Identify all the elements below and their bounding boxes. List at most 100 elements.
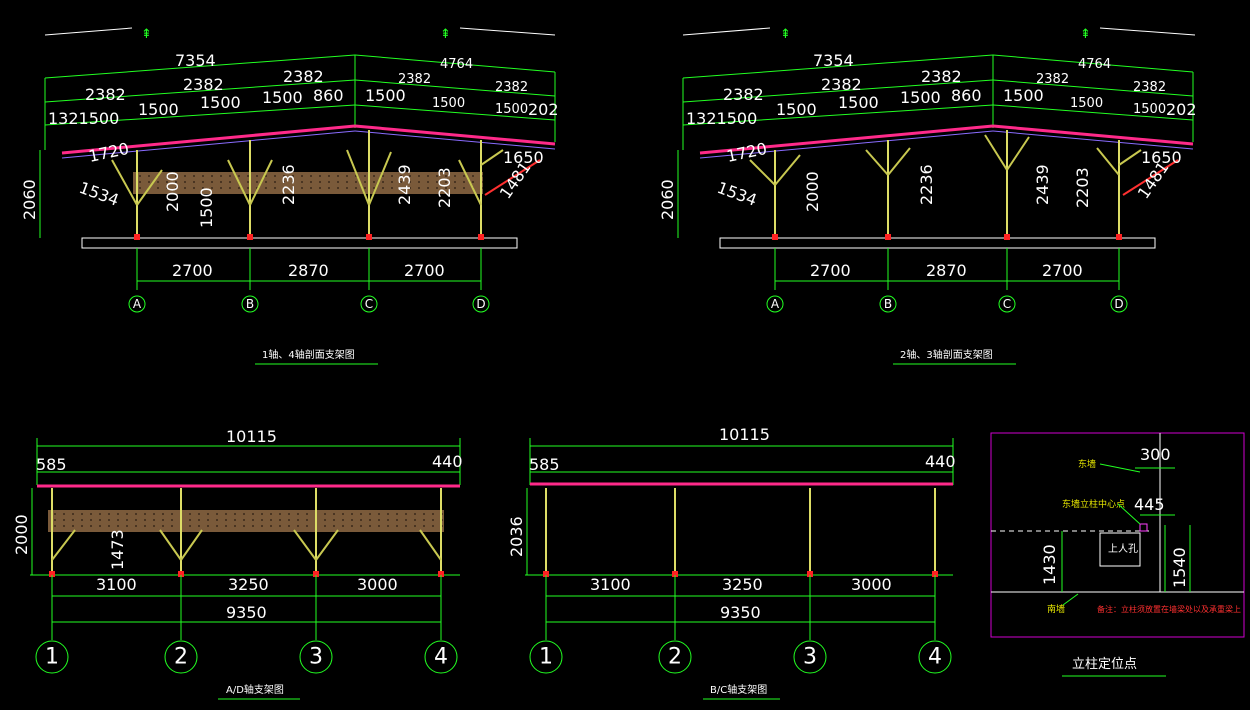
timber-grain-dot: [414, 513, 416, 515]
axis-label: 1: [539, 645, 553, 670]
timber-grain-dot: [175, 175, 177, 177]
timber-grain-dot: [247, 181, 249, 183]
drawing-caption: B/C轴支架图: [710, 683, 767, 696]
dim-sub: 1500: [365, 86, 406, 105]
dim-overhang-right: 440: [432, 452, 463, 471]
timber-grain-dot: [306, 525, 308, 527]
timber-grain-dot: [423, 519, 425, 521]
timber-grain-dot: [333, 513, 335, 515]
timber-grain-dot: [198, 513, 200, 515]
anchor: [134, 234, 140, 240]
timber-grain-dot: [166, 187, 168, 189]
drawing-caption: 1轴、4轴剖面支架图: [262, 348, 355, 361]
timber-grain-dot: [135, 513, 137, 515]
timber-grain-dot: [355, 187, 357, 189]
timber-grain-dot: [184, 175, 186, 177]
dim-span: 2700: [1042, 261, 1083, 280]
dim-col-height: 2203: [1073, 167, 1092, 208]
dim-span: 3000: [851, 575, 892, 594]
timber-grain-dot: [265, 181, 267, 183]
timber-grain-dot: [193, 181, 195, 183]
timber-grain-dot: [337, 187, 339, 189]
timber-grain-dot: [274, 181, 276, 183]
timber-grain-dot: [189, 525, 191, 527]
timber-grain-dot: [432, 525, 434, 527]
timber-grain-dot: [247, 175, 249, 177]
timber-grain-dot: [63, 525, 65, 527]
timber-grain-dot: [229, 175, 231, 177]
timber-grain-dot: [310, 175, 312, 177]
timber-grain-dot: [81, 519, 83, 521]
timber-grain-dot: [270, 519, 272, 521]
timber-grain-dot: [90, 519, 92, 521]
dim-line: [992, 79, 1194, 97]
dim-span: 3100: [96, 575, 137, 594]
timber-grain-dot: [261, 525, 263, 527]
timber-grain-dot: [211, 181, 213, 183]
axis-label: D: [476, 297, 485, 311]
timber-grain-dot: [162, 525, 164, 527]
dim-overhang-right: 440: [925, 452, 956, 471]
axis-label: 2: [174, 645, 188, 670]
timber-grain-dot: [279, 525, 281, 527]
timber-grain-dot: [472, 181, 474, 183]
dim-span: 3250: [722, 575, 763, 594]
label-south-wall: 南墙: [1047, 603, 1065, 615]
timber-grain-dot: [234, 525, 236, 527]
timber-grain-dot: [108, 519, 110, 521]
timber-grain-dot: [81, 513, 83, 515]
anchor: [1004, 234, 1010, 240]
timber-grain-dot: [387, 519, 389, 521]
dim-seg: 2382: [723, 85, 764, 104]
timber-grain-dot: [54, 513, 56, 515]
elevation-bottom-mid: 10115 585 440 2036 3100 3250 3000 9350 1…: [507, 425, 956, 700]
axis-label: 2: [668, 645, 682, 670]
timber-grain-dot: [252, 519, 254, 521]
dim-sub: 1500: [900, 88, 941, 107]
timber-grain-dot: [324, 525, 326, 527]
timber-grain-dot: [166, 181, 168, 183]
timber-grain-dot: [247, 187, 249, 189]
timber-grain-dot: [117, 525, 119, 527]
diagonal-brace-right: [484, 159, 541, 196]
timber-panel: [48, 510, 444, 532]
dim-line: [44, 104, 356, 126]
timber-grain-dot: [351, 519, 353, 521]
timber-grain-dot: [351, 513, 353, 515]
timber-grain-dot: [63, 513, 65, 515]
dim-sub: 1500: [262, 88, 303, 107]
timber-grain-dot: [54, 525, 56, 527]
dim-col-height: 2236: [279, 164, 298, 205]
dim-sub: 1500: [1070, 96, 1103, 111]
timber-grain-dot: [306, 513, 308, 515]
timber-grain-dot: [162, 519, 164, 521]
leader-line: [1062, 593, 1079, 606]
timber-grain-dot: [445, 187, 447, 189]
timber-grain-dot: [81, 525, 83, 527]
timber-grain-dot: [72, 519, 74, 521]
timber-grain-dot: [256, 175, 258, 177]
timber-grain-dot: [229, 187, 231, 189]
timber-grain-dot: [274, 175, 276, 177]
timber-grain-dot: [382, 187, 384, 189]
anchor: [672, 571, 678, 577]
section-mark-icon: ⇞: [440, 27, 451, 42]
timber-grain-dot: [216, 513, 218, 515]
timber-grain-dot: [99, 525, 101, 527]
timber-grain-dot: [342, 525, 344, 527]
timber-grain-dot: [288, 519, 290, 521]
timber-grain-dot: [184, 187, 186, 189]
dim-sub: 1321500: [48, 109, 119, 128]
timber-grain-dot: [382, 175, 384, 177]
timber-grain-dot: [432, 513, 434, 515]
timber-grain-dot: [270, 525, 272, 527]
timber-grain-dot: [427, 187, 429, 189]
timber-grain-dot: [436, 175, 438, 177]
timber-grain-dot: [297, 519, 299, 521]
timber-grain-dot: [324, 513, 326, 515]
timber-grain-dot: [225, 519, 227, 521]
timber-grain-dot: [418, 181, 420, 183]
timber-grain-dot: [90, 513, 92, 515]
dim-sub: 1500: [138, 100, 179, 119]
dim-slope-left: 1720: [87, 139, 131, 166]
